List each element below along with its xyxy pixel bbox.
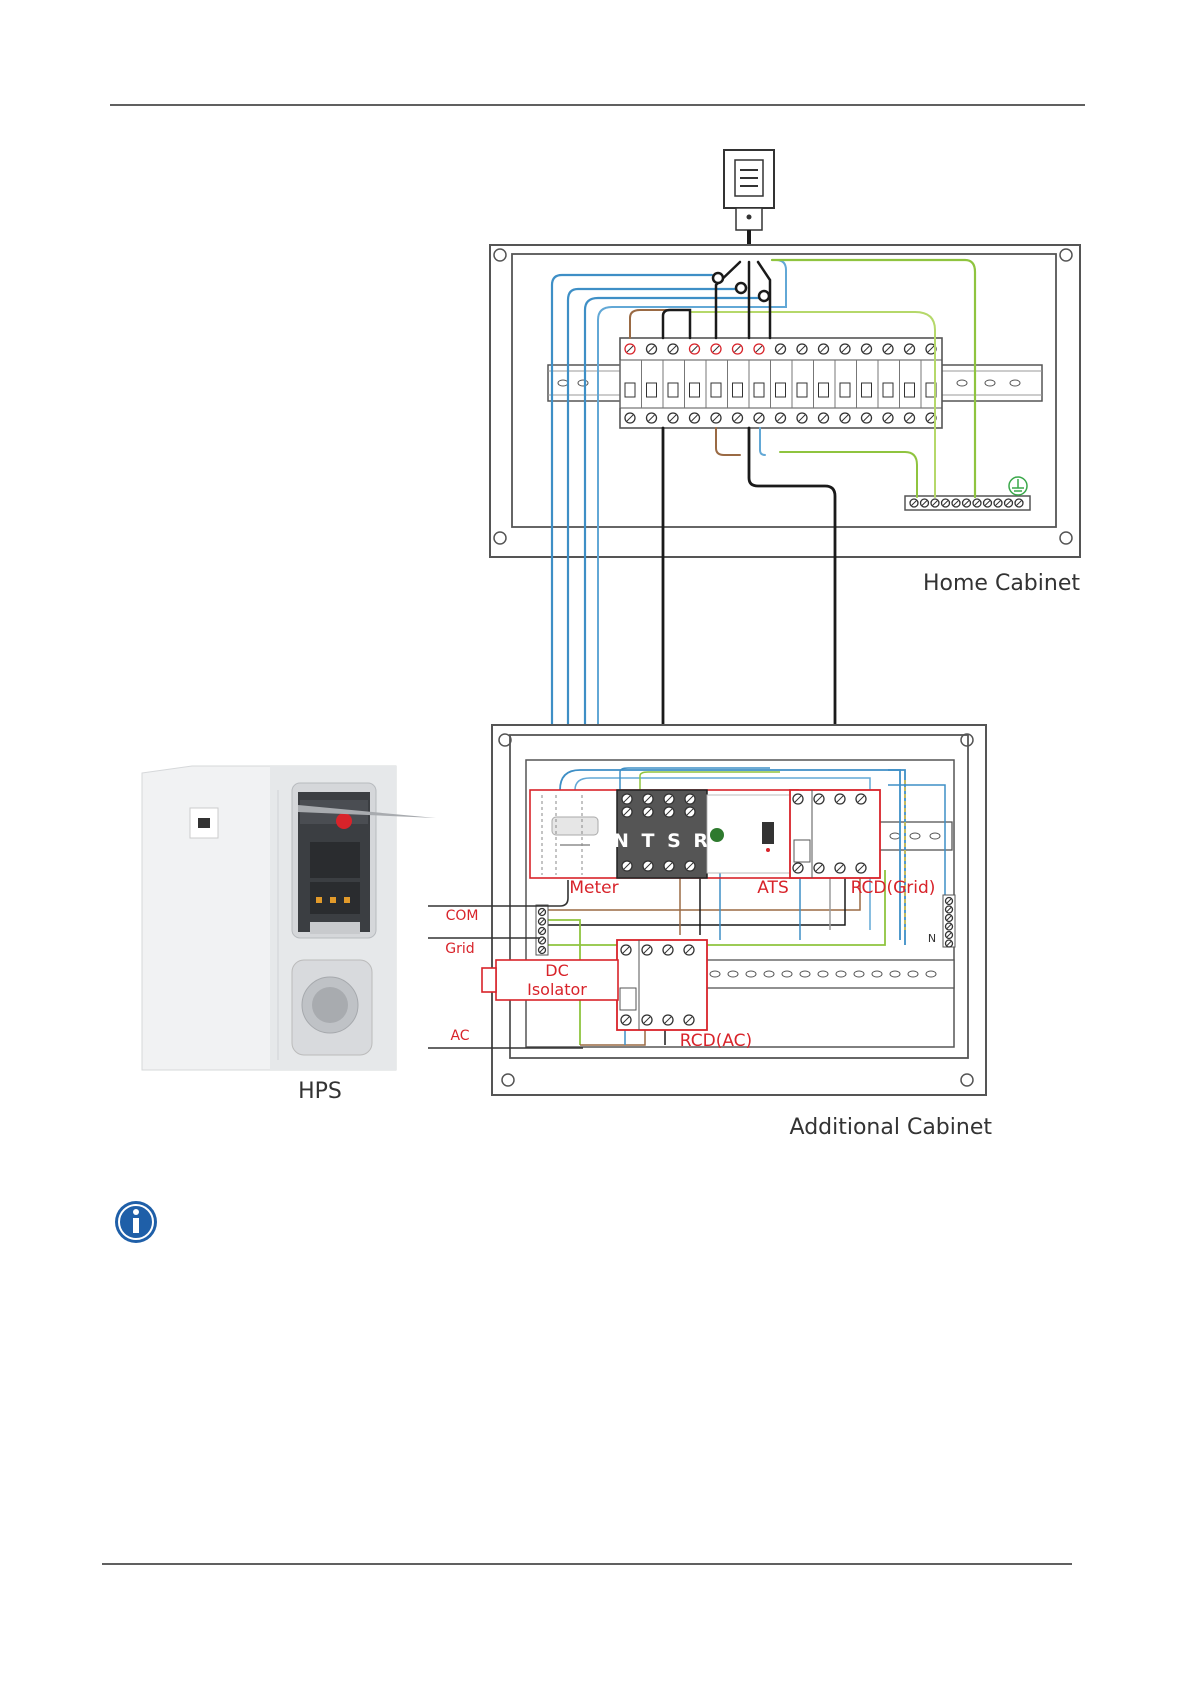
ac-label: AC — [450, 1028, 469, 1044]
breaker-toggle — [905, 383, 915, 397]
breaker-toggle — [797, 383, 807, 397]
breaker-toggle — [711, 383, 721, 397]
breaker-toggle — [754, 383, 764, 397]
breaker-toggle — [840, 383, 850, 397]
rcd-grid-module — [790, 790, 880, 878]
breaker-toggle — [690, 383, 700, 397]
ats-label: ATS — [757, 878, 789, 898]
additional-cabinet-label: Additional Cabinet — [790, 1115, 993, 1140]
breaker-toggle — [776, 383, 786, 397]
isolator-label: Isolator — [527, 980, 587, 999]
com-label: COM — [446, 908, 479, 924]
terminal-strip-left — [536, 905, 548, 955]
rcd-ac-module — [617, 940, 707, 1030]
hps-unit — [142, 766, 436, 1070]
rcd-grid-label: RCD(Grid) — [851, 878, 936, 898]
breaker-toggle — [625, 383, 635, 397]
breaker-toggle — [819, 383, 829, 397]
breaker-toggle — [733, 383, 743, 397]
rcd-ac-label: RCD(AC) — [680, 1031, 752, 1051]
ats-module: N T S R — [613, 790, 792, 878]
grid-label: Grid — [445, 941, 474, 957]
meter-label: Meter — [569, 878, 618, 898]
neutral-label: N — [928, 932, 936, 945]
hps-label: HPS — [298, 1079, 342, 1104]
dc-isolator: DC Isolator — [482, 960, 618, 1000]
breaker-toggle — [862, 383, 872, 397]
breaker-toggle — [668, 383, 678, 397]
breaker-toggle — [647, 383, 657, 397]
info-icon — [115, 1201, 157, 1243]
breaker-toggle — [883, 383, 893, 397]
home-cabinet-label: Home Cabinet — [923, 571, 1080, 596]
ntsr-label: N T S R — [613, 830, 711, 852]
dc-label: DC — [545, 961, 569, 980]
